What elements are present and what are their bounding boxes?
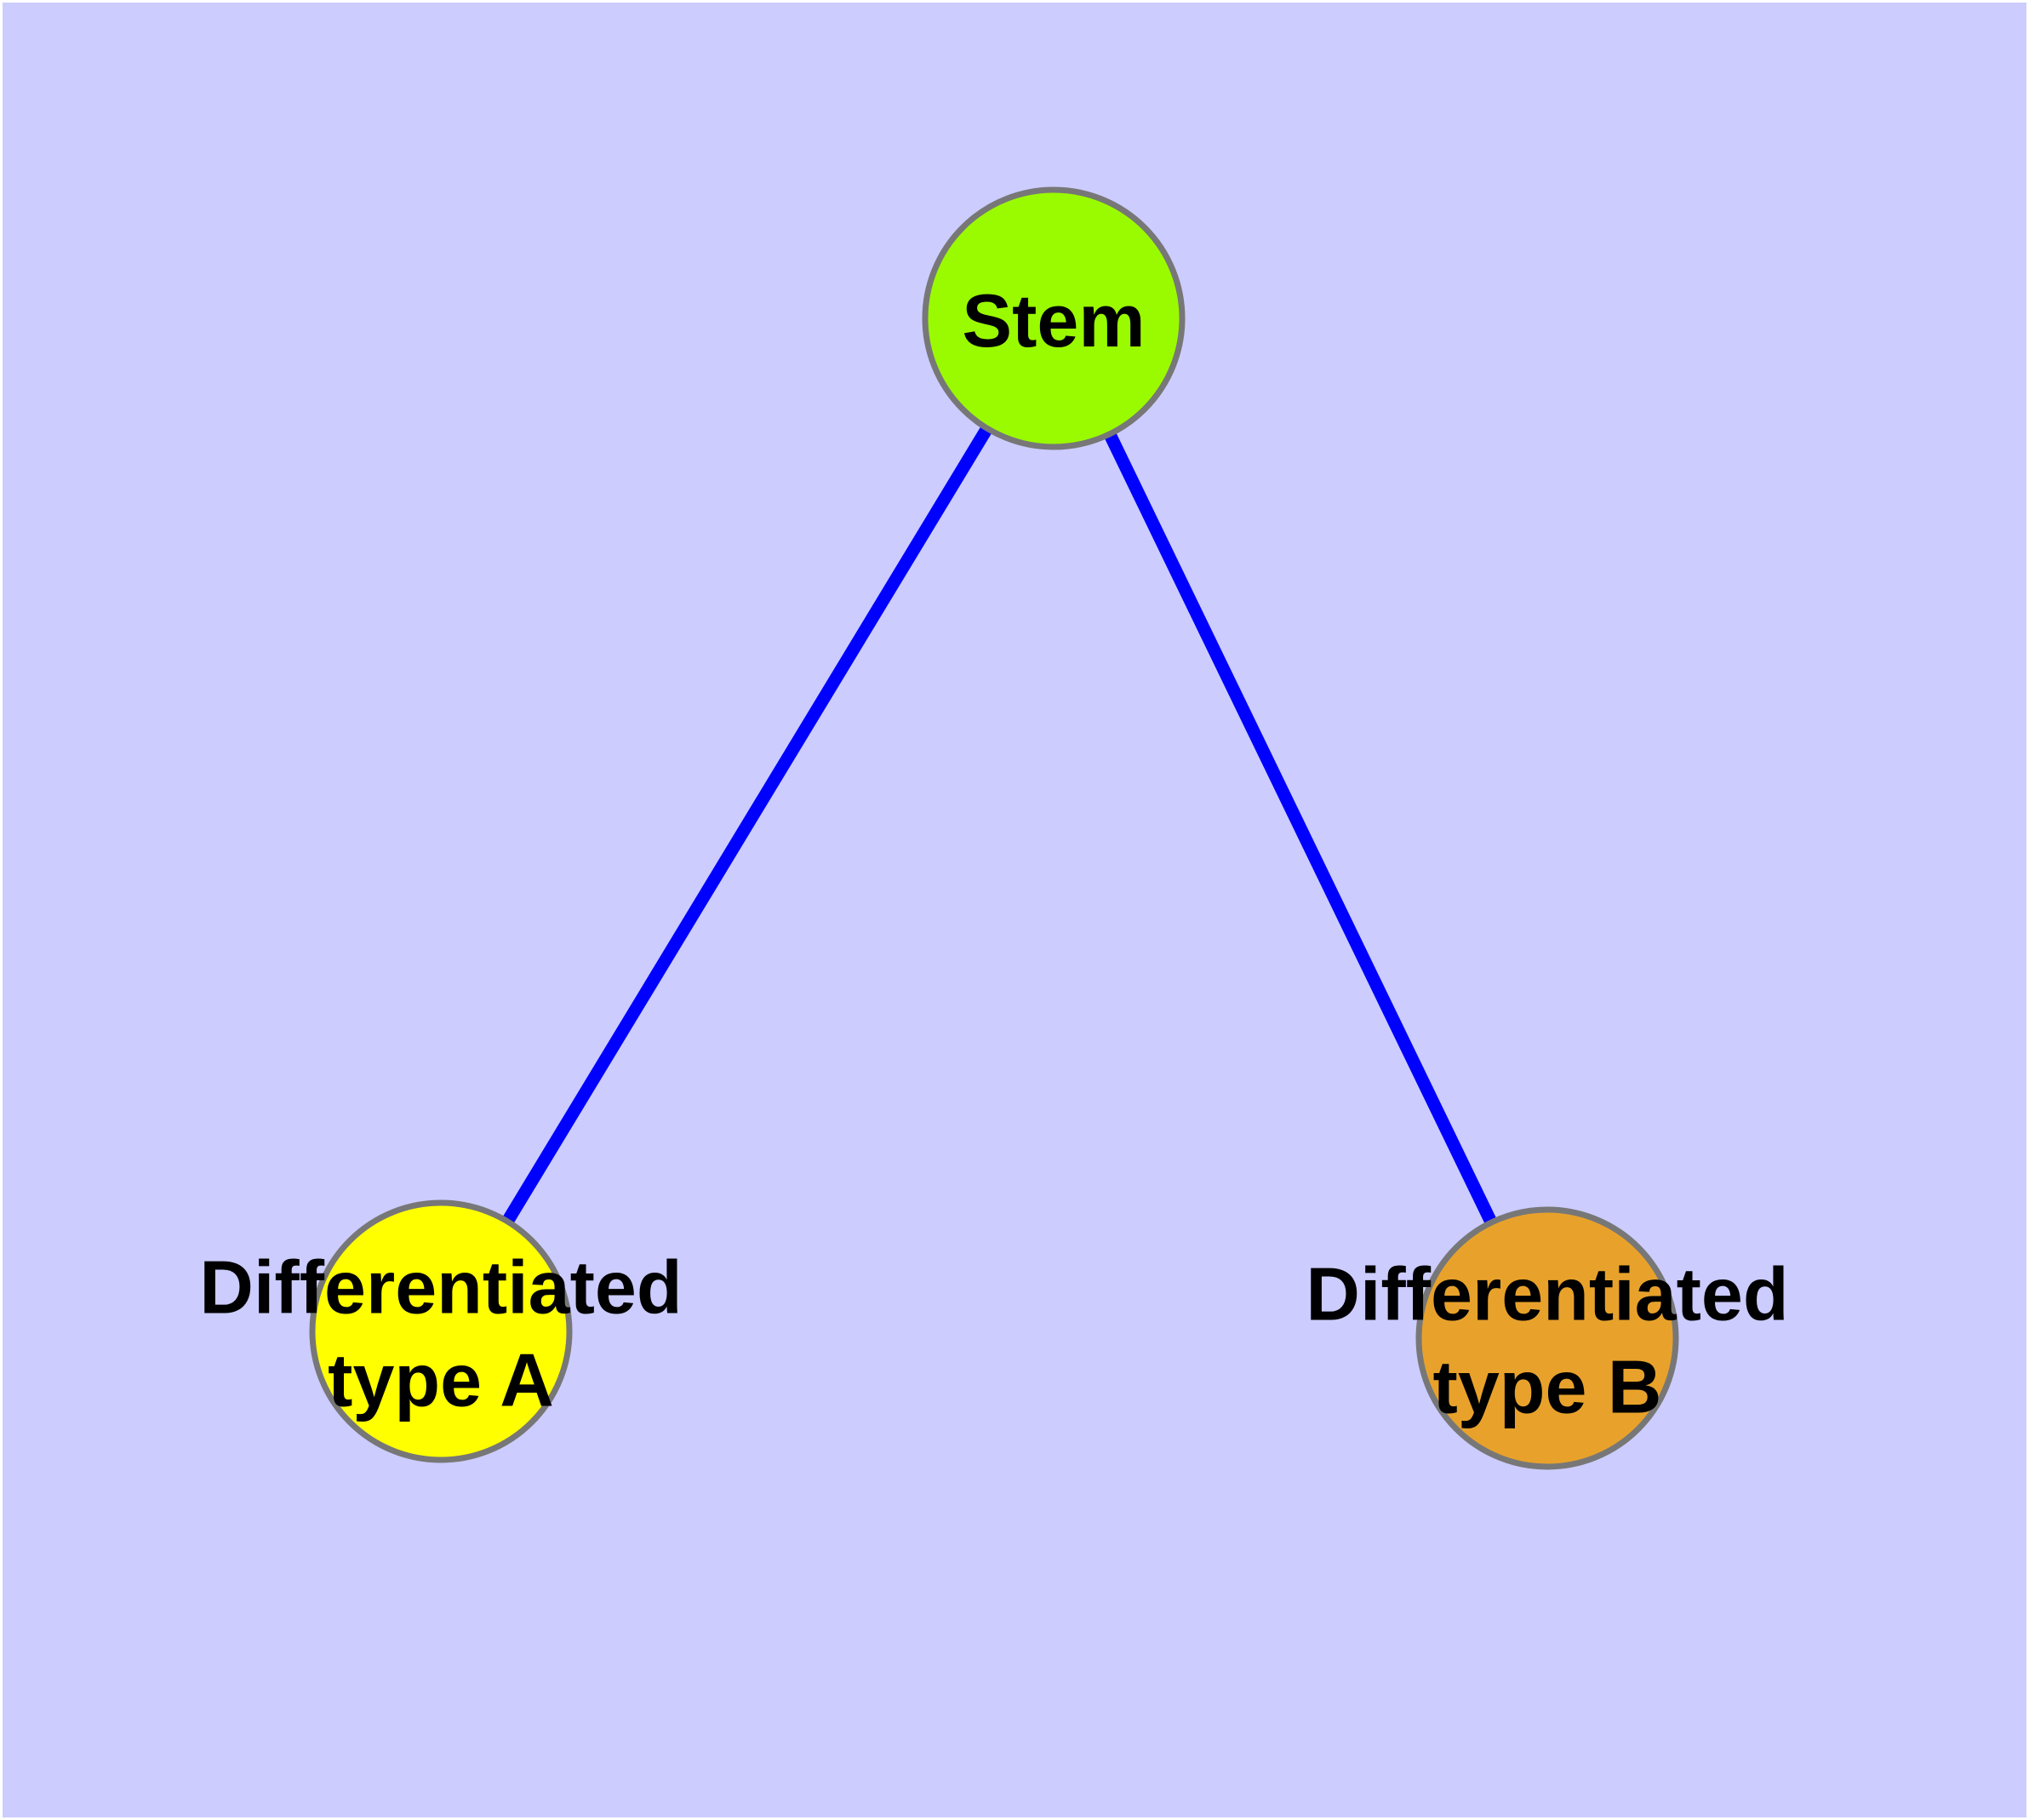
edge-stem-to-diff-type-a	[435, 315, 1060, 1335]
edges-layer	[435, 315, 1553, 1342]
nodes-layer	[309, 186, 1679, 1470]
node-diff-type-b	[1415, 1206, 1679, 1470]
edge-stem-to-diff-type-b	[1048, 315, 1553, 1342]
node-label-stem: Stem	[962, 278, 1145, 363]
node-stem	[922, 186, 1186, 450]
node-diff-type-a	[309, 1199, 573, 1463]
